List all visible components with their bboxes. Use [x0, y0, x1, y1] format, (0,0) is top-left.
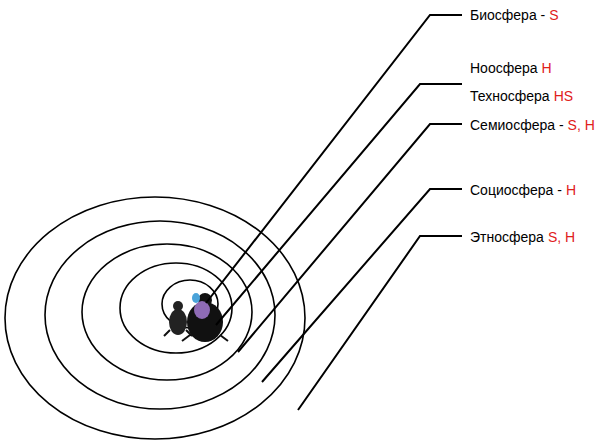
sphere-name: Этносфера [470, 229, 544, 245]
sphere-code: S, H [568, 117, 595, 133]
sphere-name: Биосфера - [470, 7, 545, 23]
sphere-name: Техносфера [470, 88, 550, 104]
sphere-code: S [549, 7, 558, 23]
sphere-name: Ноосфера [470, 60, 538, 76]
sphere-name: Социосфера - [470, 182, 562, 198]
sphere-code: S, H [548, 229, 575, 245]
sphere-code: HS [554, 88, 573, 104]
creature-icons [164, 293, 228, 342]
leader-lines [206, 15, 462, 410]
sphere-code: H [566, 182, 576, 198]
ring [120, 263, 232, 353]
ring [45, 221, 275, 409]
sphere-code: H [542, 60, 552, 76]
sphere-name: Семиосфера - [470, 117, 564, 133]
